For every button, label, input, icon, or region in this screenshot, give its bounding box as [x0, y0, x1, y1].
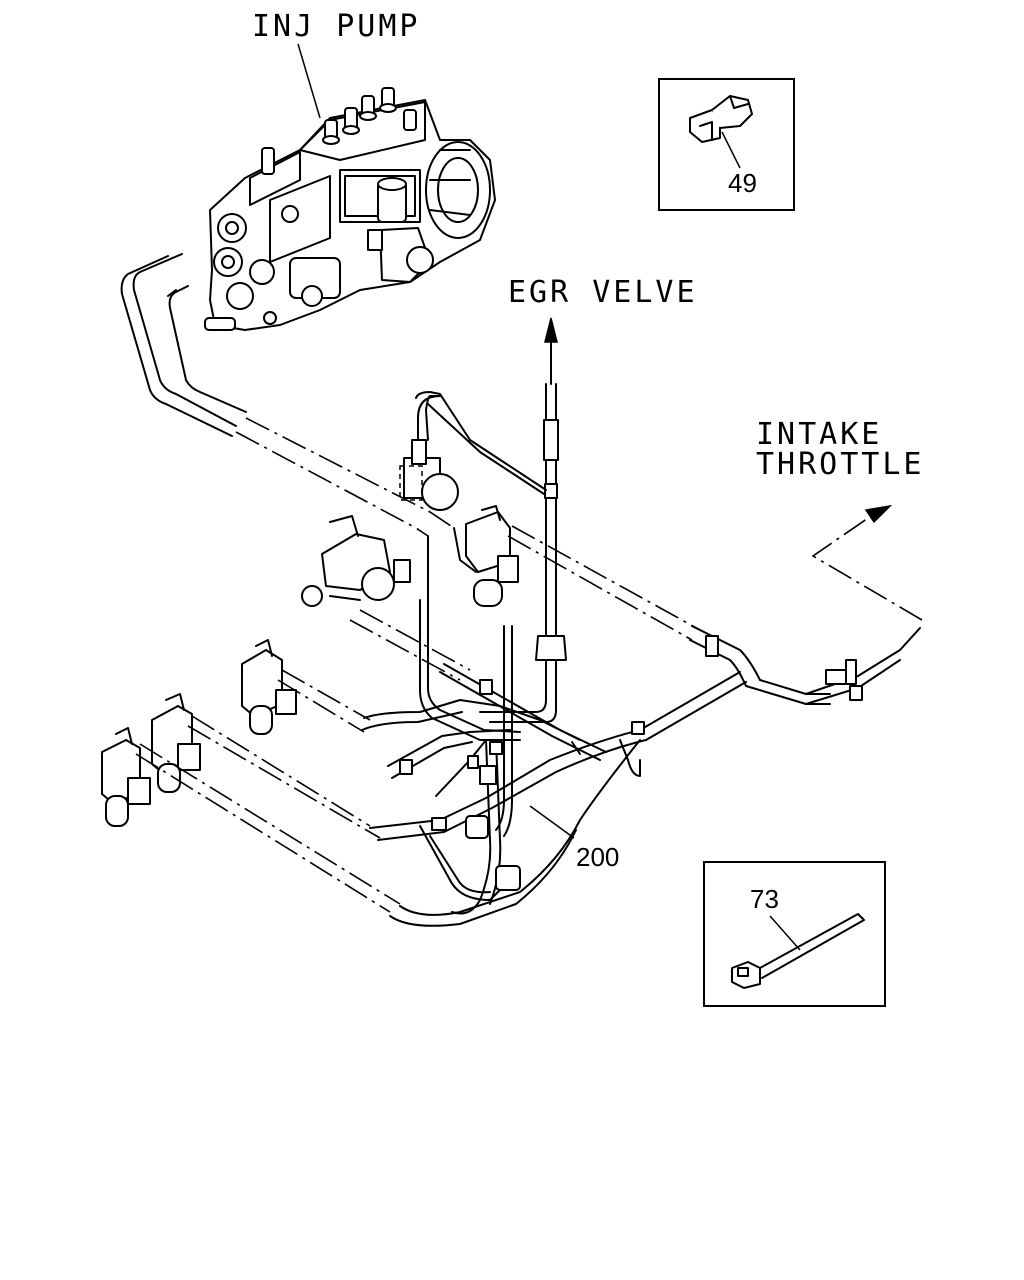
- clip-part-icon: [689, 95, 753, 143]
- vsv-mid-left: [301, 515, 471, 681]
- vsv-lower-1: [241, 639, 371, 735]
- band-part-icon: [731, 913, 865, 989]
- band-callout-number: 73: [750, 884, 779, 914]
- pump-hoses: [120, 253, 477, 601]
- clip-inset: 49: [658, 78, 795, 211]
- pipe-assembly-leader: [529, 805, 575, 839]
- vsv-mid-right: [465, 505, 831, 705]
- vsv-lower-3: [101, 727, 401, 913]
- egr-valve-arrow: [544, 317, 558, 385]
- clip-leader: [721, 131, 741, 169]
- egr-cable: [479, 383, 567, 723]
- pipe-assembly: [361, 599, 921, 927]
- injection-pump: [204, 87, 496, 331]
- clip-callout-number: 49: [728, 168, 757, 198]
- intake-throttle-label-line2: THROTTLE: [756, 447, 925, 482]
- band-leader: [769, 915, 801, 951]
- inj-pump-leader: [297, 43, 321, 119]
- vsv-top: [399, 391, 547, 511]
- inj-pump-label: INJ PUMP: [252, 9, 421, 44]
- egr-valve-label: EGR VELVE: [508, 275, 698, 310]
- intake-throttle-arrow: [811, 504, 923, 621]
- intake-throttle-label-line1: INTAKE: [756, 417, 882, 452]
- pipe-assembly-callout-number: 200: [576, 842, 619, 872]
- band-inset: 73: [703, 861, 886, 1007]
